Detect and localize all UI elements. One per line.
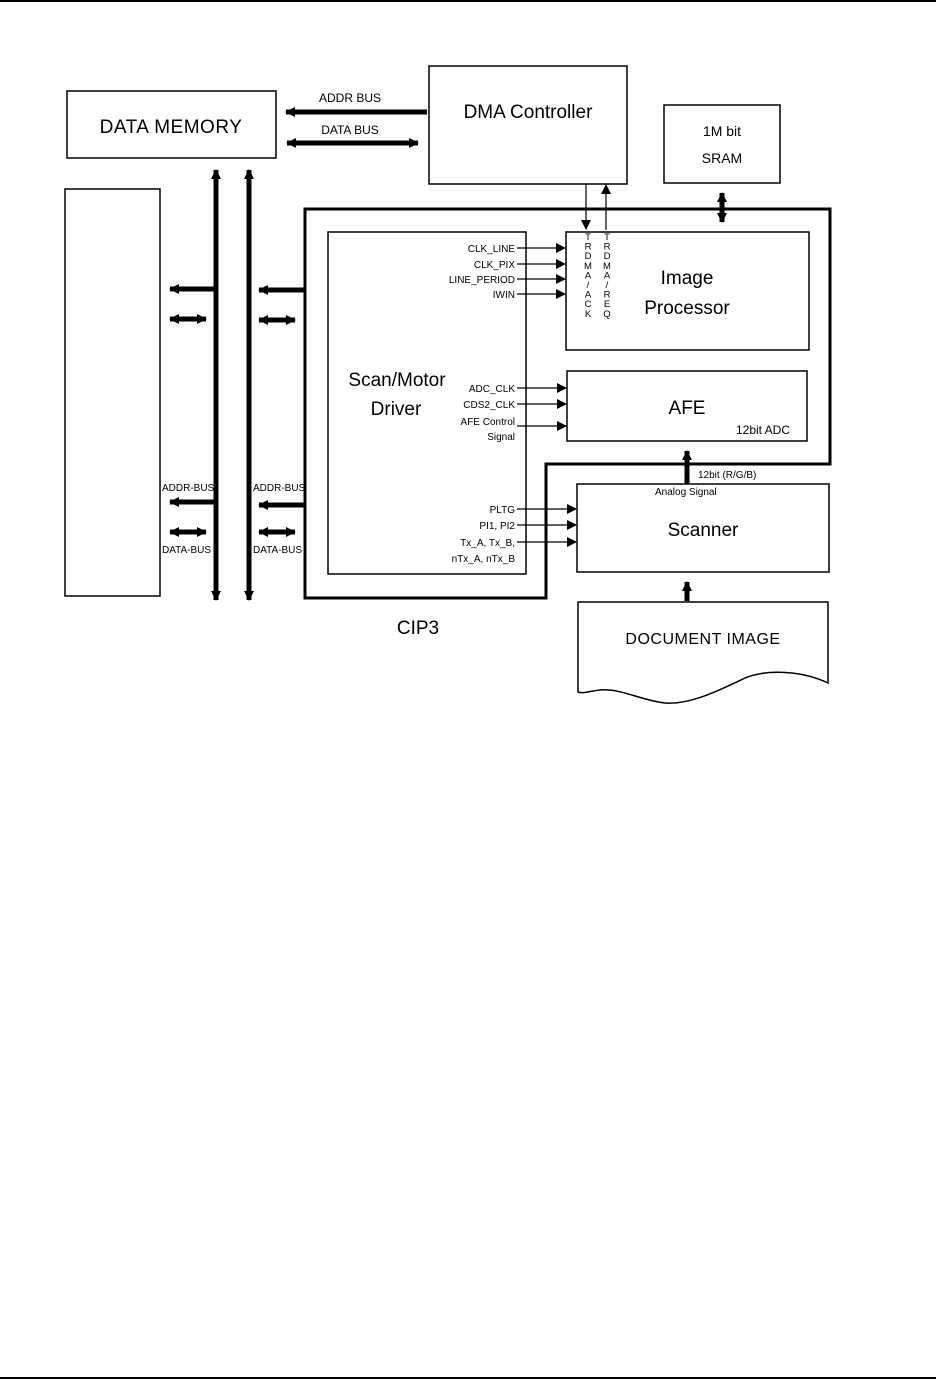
afe-box [566, 370, 808, 442]
rgb-12bit-label: 12bit (R/G/B) [698, 470, 756, 481]
trdma_req-char: / [606, 280, 609, 291]
trdma_req-char: R [604, 242, 611, 253]
cip3-label: CIP3 [397, 618, 439, 639]
scan-motor-driver-label-line2: Driver [371, 399, 422, 420]
trdma_req-char: A [604, 270, 611, 281]
document-image-shape [577, 601, 829, 704]
scanner-block-diagram: DATA MEMORY DMA Controller 1M bit SRAM I… [64, 65, 832, 704]
scanner-label: Scanner [668, 520, 739, 541]
cds2-clk-label: CDS2_CLK [463, 400, 515, 411]
trdma_ack-char: D [585, 251, 592, 262]
addr-bus-left-label: ADDR-BUS [162, 483, 215, 494]
clk-pix-label: CLK_PIX [474, 260, 515, 271]
data-memory-label: DATA MEMORY [100, 117, 243, 138]
afe-control-label-line2: Signal [487, 432, 515, 443]
sram-label-line2: SRAM [702, 150, 742, 166]
document-image-label: DOCUMENT IMAGE [625, 631, 780, 648]
trdma_ack-char: T [585, 232, 591, 243]
dma-controller-label: DMA Controller [464, 102, 593, 123]
pltg-label: PLTG [490, 505, 516, 516]
analog-signal-label: Analog Signal [655, 487, 717, 498]
cip3-outline [303, 207, 832, 600]
scan-motor-driver-label-line1: Scan/Motor [348, 370, 446, 391]
trdma_ack-char: A [585, 290, 592, 301]
afe-label: AFE [669, 398, 706, 419]
trdma_ack-char: C [585, 299, 592, 310]
adc-clk-label: ADC_CLK [469, 384, 515, 395]
tx-label-line1: Tx_A, Tx_B, [460, 538, 515, 549]
trdma_req-char: E [604, 299, 610, 310]
trdma_req-char: R [604, 290, 611, 301]
scanner-box [576, 483, 830, 573]
left-block-box [64, 188, 161, 597]
sram-label-line1: 1M bit [703, 123, 741, 139]
trdma_ack-char: A [585, 270, 592, 281]
iwin-label: IWIN [493, 290, 515, 301]
dma-controller-box [428, 65, 628, 185]
trdma_req-char: T [604, 232, 610, 243]
data-bus-left-label: DATA-BUS [162, 545, 211, 556]
data-bus-top-label: DATA BUS [321, 123, 379, 137]
trdma_req-char: Q [603, 309, 610, 320]
image-processor-label-line1: Image [661, 268, 714, 289]
trdma_ack-char: K [585, 309, 592, 320]
trdma_req-char: M [603, 261, 611, 272]
trdma_ack-char: M [584, 261, 592, 272]
scan-motor-driver-box [327, 231, 527, 575]
data-memory-box [66, 90, 277, 159]
addr-bus-top-label: ADDR BUS [319, 91, 381, 105]
bottom-rule [0, 1377, 936, 1379]
image-processor-box [565, 231, 810, 351]
trdma_ack-char: R [585, 242, 592, 253]
line-period-label: LINE_PERIOD [449, 275, 515, 286]
image-processor-label-line2: Processor [644, 298, 730, 319]
clk-line-label: CLK_LINE [468, 244, 516, 255]
trdma_req-char: D [604, 251, 611, 262]
tx-label-line2: nTx_A, nTx_B [452, 554, 516, 565]
pi1-pi2-label: PI1, PI2 [479, 521, 515, 532]
afe-control-label-line1: AFE Control [461, 417, 515, 428]
data-bus-right-label: DATA-BUS [253, 545, 302, 556]
addr-bus-right-label: ADDR-BUS [253, 483, 306, 494]
afe-adc-label: 12bit ADC [736, 423, 790, 437]
top-rule [0, 0, 936, 2]
trdma_ack-char: / [587, 280, 590, 291]
sram-box [663, 104, 781, 184]
